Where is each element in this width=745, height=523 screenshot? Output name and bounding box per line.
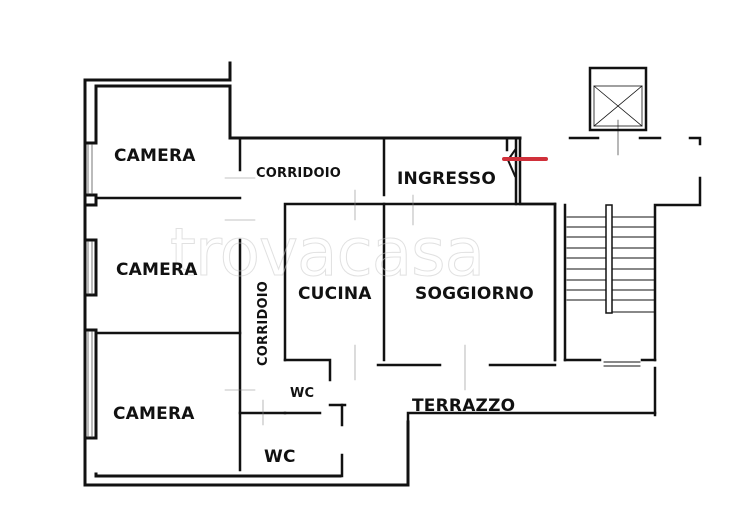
room-label-corridoio-horizontal: CORRIDOIO — [256, 166, 341, 181]
room-label-camera-middle: CAMERA — [116, 260, 198, 280]
stair-landing — [518, 136, 702, 362]
entrance-door — [506, 148, 517, 178]
left-windows — [87, 144, 93, 438]
elevator-icon — [588, 66, 648, 156]
room-label-camera-bottom: CAMERA — [113, 404, 195, 424]
room-label-wc-small: WC — [290, 386, 315, 401]
room-label-camera-top: CAMERA — [114, 146, 196, 166]
room-label-wc-large: WC — [264, 447, 296, 467]
room-label-soggiorno: SOGGIORNO — [415, 284, 534, 304]
staircase-icon — [566, 204, 656, 367]
room-label-terrazzo: TERRAZZO — [412, 396, 516, 416]
room-label-ingresso: INGRESSO — [397, 169, 496, 189]
interior-walls — [94, 136, 657, 478]
dimension-ticks — [224, 177, 466, 426]
outer-walls — [83, 61, 522, 487]
room-label-cucina: CUCINA — [298, 284, 372, 304]
room-label-corridoio-vertical: CORRIDOIO — [256, 281, 271, 366]
